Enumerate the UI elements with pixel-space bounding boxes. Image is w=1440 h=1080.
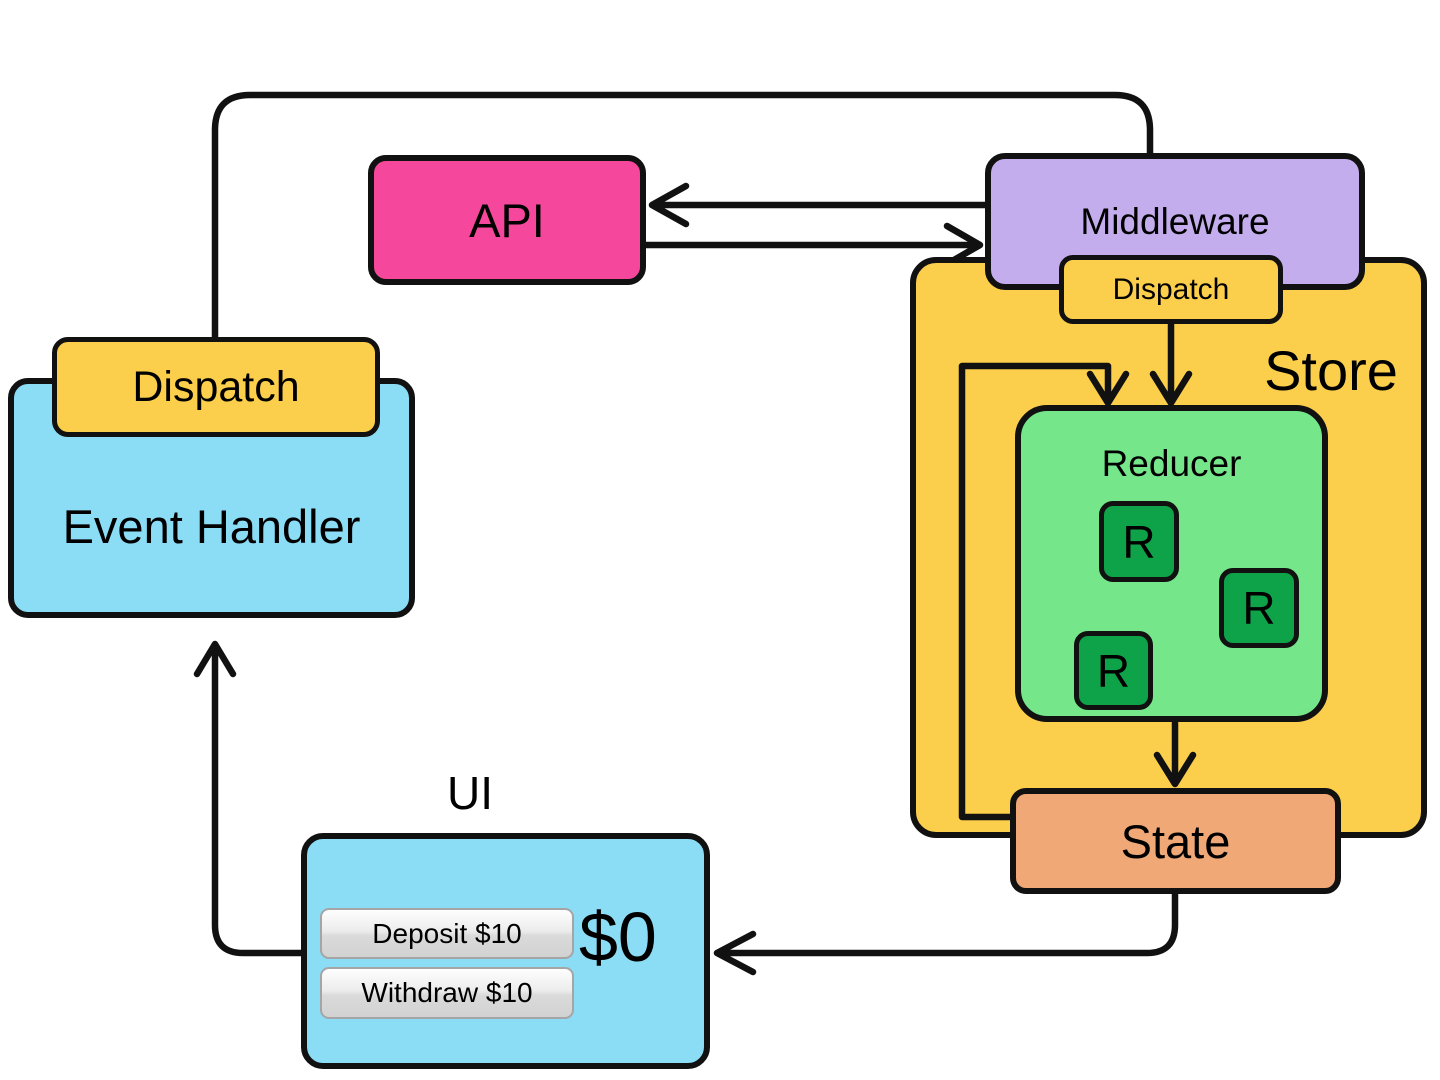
ui-label: UI	[447, 767, 493, 819]
reducer-r-label: R	[1096, 644, 1131, 697]
deposit-button[interactable]: Deposit $10	[320, 908, 574, 959]
balance-text: $0	[579, 898, 657, 976]
state-label: State	[1120, 814, 1231, 868]
withdraw-button[interactable]: Withdraw $10	[320, 967, 574, 1019]
dispatch-event-handler-label: Dispatch	[132, 362, 300, 411]
dispatch-store-box: Dispatch	[1059, 255, 1283, 324]
reducer-box: Reducer R R R	[1015, 405, 1328, 722]
reducer-r-unit: R	[1074, 631, 1153, 710]
arrow-ui-to-event-handler	[193, 640, 307, 957]
arrow-middleware-to-api	[648, 182, 989, 228]
middleware-label: Middleware	[1080, 200, 1270, 242]
reducer-r-unit: R	[1099, 501, 1179, 582]
event-handler-label: Event Handler	[62, 499, 361, 553]
dispatch-event-handler-box: Dispatch	[52, 337, 380, 437]
ui-box: Deposit $10 Withdraw $10 $0	[301, 833, 710, 1069]
api-box: API	[368, 155, 646, 285]
reducer-label: Reducer	[1101, 443, 1242, 484]
reducer-r-unit: R	[1219, 568, 1299, 648]
middleware-box: Middleware	[985, 153, 1365, 290]
store-label: Store	[1264, 339, 1398, 402]
arrow-state-to-ui	[713, 888, 1179, 976]
reducer-r-label: R	[1122, 515, 1156, 568]
dispatch-store-label: Dispatch	[1112, 272, 1230, 306]
api-label: API	[469, 193, 545, 247]
reducer-r-label: R	[1242, 582, 1276, 634]
state-box: State	[1010, 788, 1341, 894]
